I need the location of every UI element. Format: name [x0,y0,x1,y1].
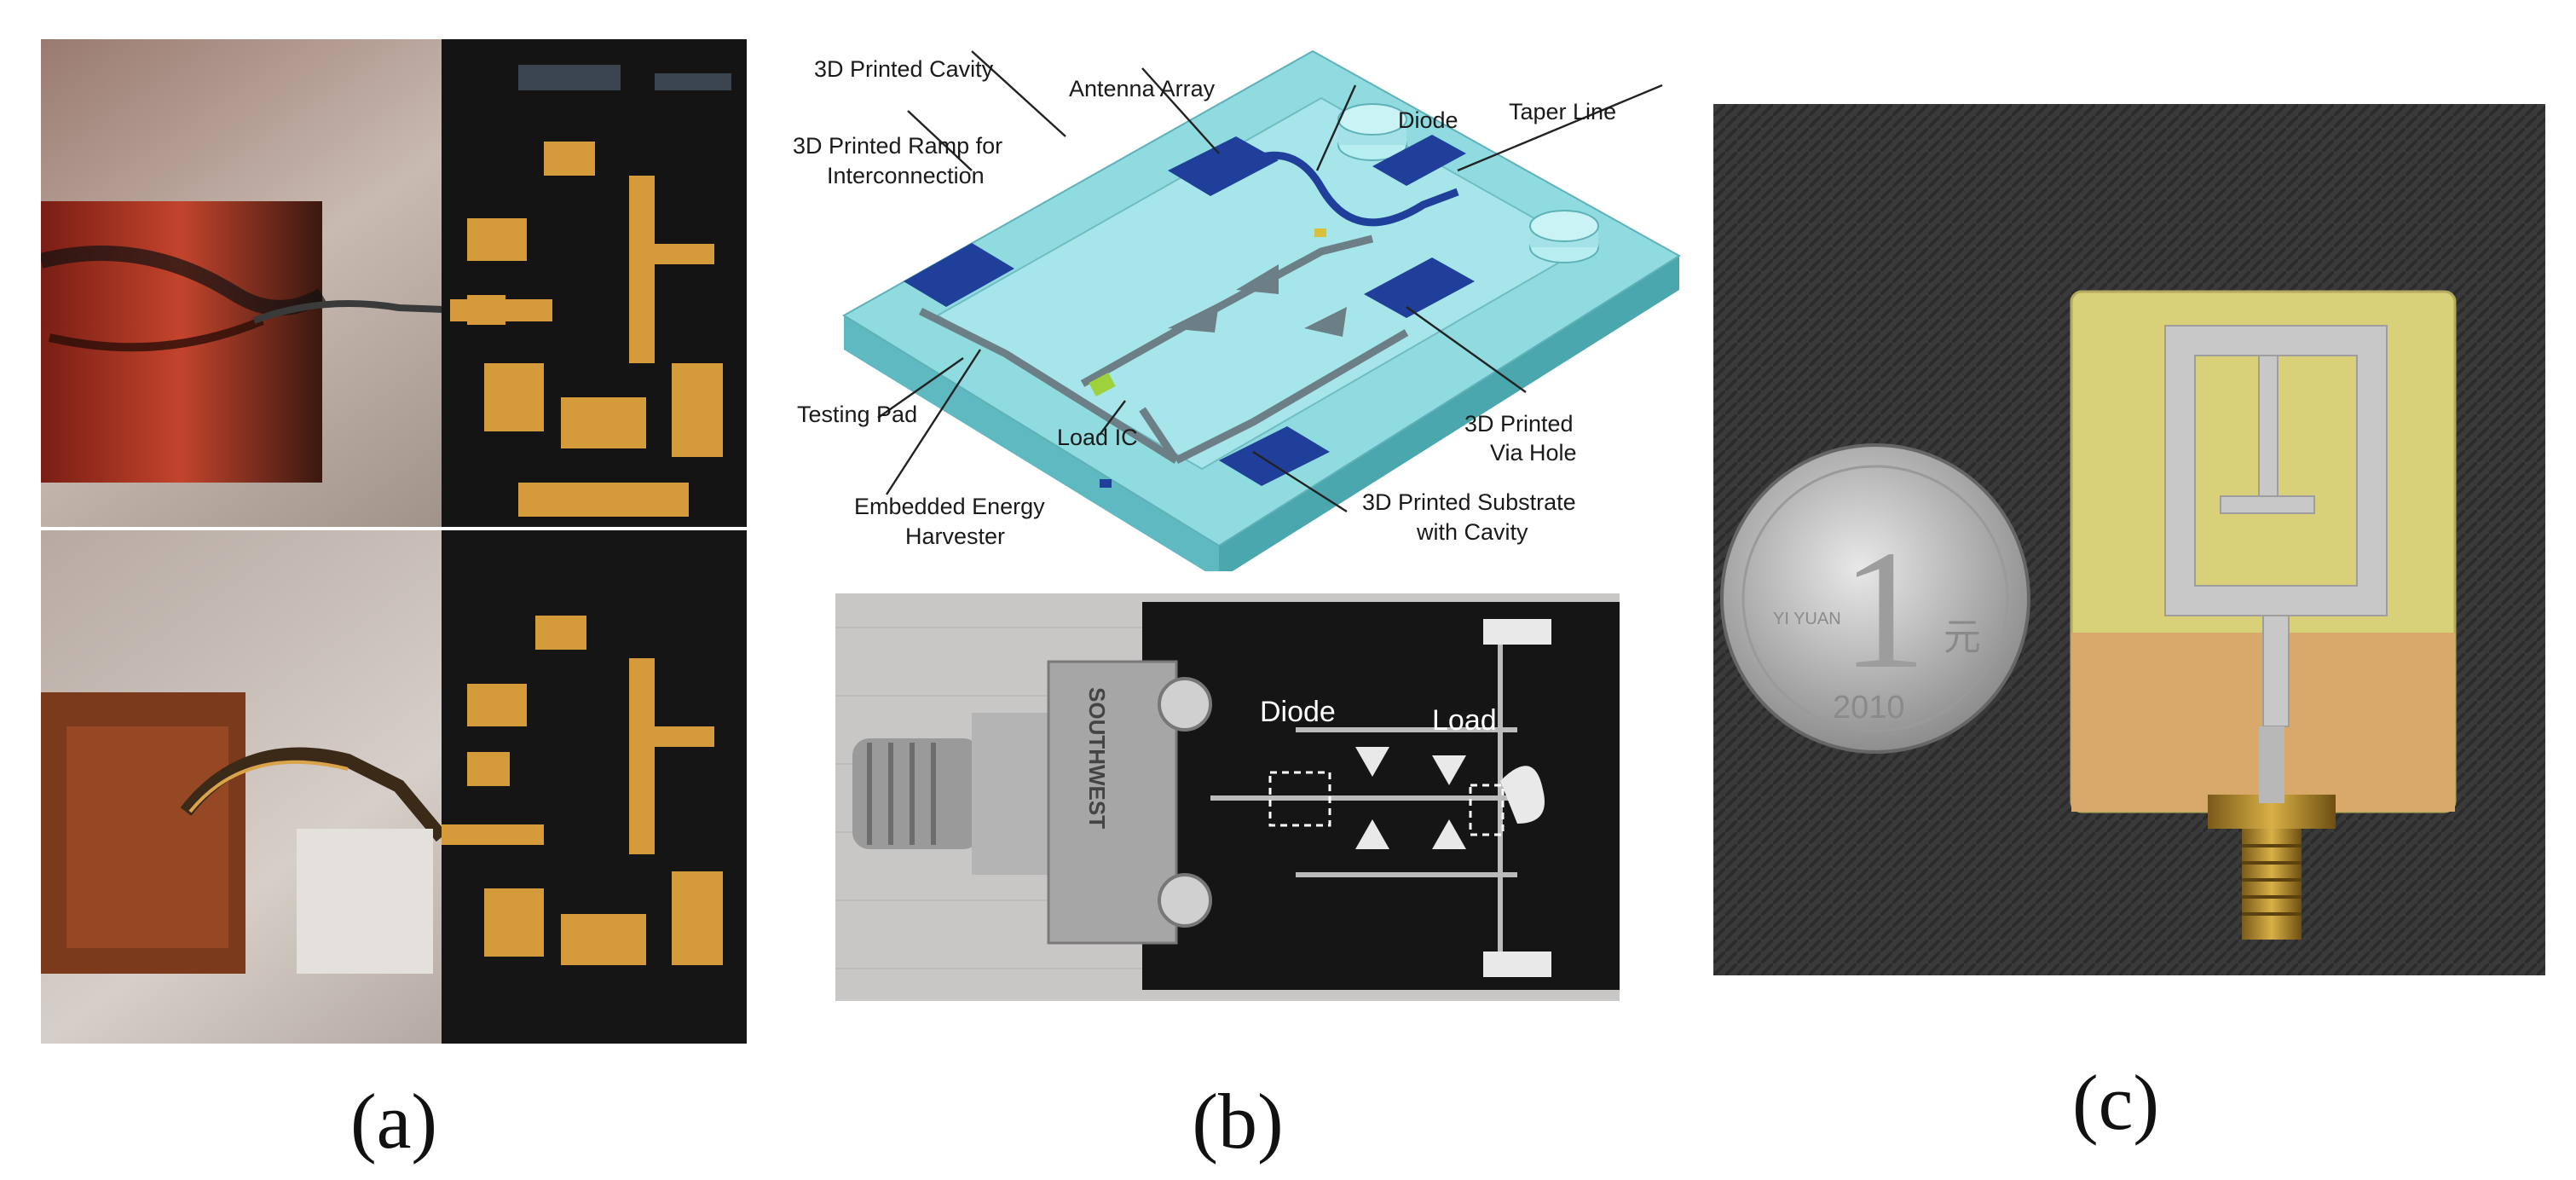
connector-brand: SOUTHWEST [1084,687,1110,829]
caption-a: (a) [349,1078,438,1165]
label-substrate-line2: with Cavity [1416,519,1528,545]
label-ramp-line1: 3D Printed Ramp for [793,133,1002,159]
label-testing-pad: Testing Pad [797,402,917,427]
label-diode: Diode [1398,107,1458,133]
panel-a-photo-bottom [41,530,747,1044]
label-harvester-line2: Harvester [905,523,1005,549]
coin-year: 2010 [1833,690,1905,726]
label-via-line2: Via Hole [1490,440,1577,466]
substrate-side-front [844,315,1219,571]
coin-pinyin: YI YUAN [1773,610,1841,628]
label-via-line1: 3D Printed [1464,411,1574,437]
photo-label-load: Load [1432,704,1497,737]
antenna-pad-3 [1364,257,1475,318]
panel-c-photo: 1 元 2010 YI YUAN [1713,104,2545,975]
panel-b-diagram: 3D Printed Cavity Antenna Array 3D Print… [776,34,1705,571]
label-antenna-array: Antenna Array [1069,76,1216,101]
label-substrate-line1: 3D Printed Substrate [1362,489,1576,515]
antenna-pattern [2164,325,2388,727]
load-ic-chip [1089,372,1116,397]
antenna-pad-1 [1168,136,1279,196]
load-highlight-box [1469,784,1505,836]
coin-unit: 元 [1944,616,1981,659]
caption-b: (b) [1192,1078,1284,1165]
diode-highlight-box [1268,771,1331,827]
pad-bottom [1219,426,1330,486]
label-cavity: 3D Printed Cavity [814,56,994,82]
diode-chip [1314,228,1326,237]
connector-flange [1047,660,1178,945]
panel-b-photo: SOUTHWEST Diode Load [835,593,1620,1001]
testing-pad [904,243,1014,307]
label-harvester-line1: Embedded Energy [854,494,1045,519]
antenna-pad-2 [1372,135,1466,186]
label-taper-line: Taper Line [1509,99,1616,124]
substrate-side-right [1219,256,1679,571]
label-ramp-line2: Interconnection [827,163,985,188]
label-load-ic: Load IC [1057,425,1138,450]
coin-denomination: 1 [1841,516,1926,704]
panel-a-photo-top [41,39,747,527]
coin [1720,443,2030,754]
photo-label-diode: Diode [1260,696,1336,728]
caption-c: (c) [2071,1059,2160,1146]
